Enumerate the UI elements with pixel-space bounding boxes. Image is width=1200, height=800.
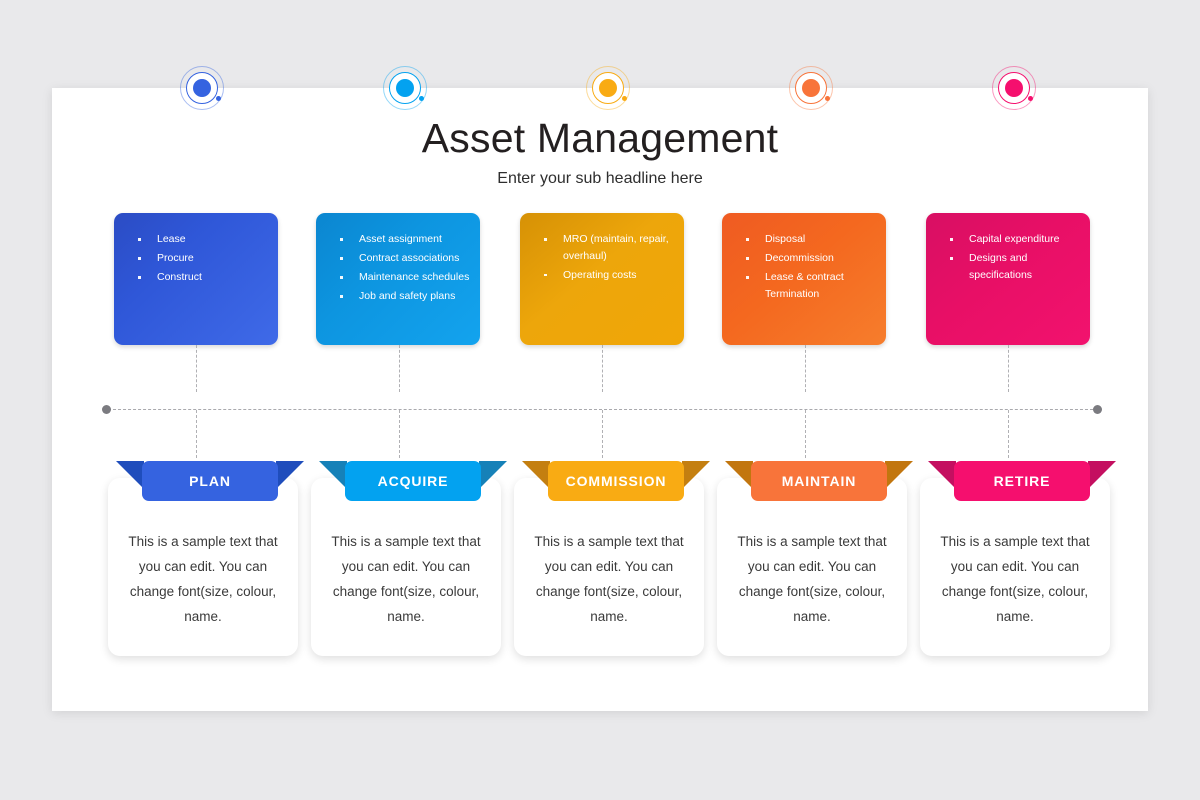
slide-canvas: Asset Management Enter your sub headline… [52, 66, 1148, 711]
marker-satellite-dot [622, 96, 627, 101]
ribbon-label-plan: PLAN [142, 461, 278, 501]
connector-line-top [1008, 345, 1009, 392]
list-item: Disposal [734, 231, 876, 248]
timeline-marker-acquire[interactable] [383, 66, 427, 110]
bullet-list: Capital expenditure Designs and specific… [926, 213, 1090, 283]
timeline-end-dot [1093, 404, 1102, 414]
connector-line-top [399, 345, 400, 392]
card-body-text: This is a sample text that you can edit.… [737, 534, 887, 624]
timeline-marker-maintain[interactable] [789, 66, 833, 110]
stage-ribbon-maintain[interactable]: MAINTAIN [717, 461, 921, 501]
connector-line-top [805, 345, 806, 392]
marker-core-dot [599, 79, 617, 97]
card-body-text: This is a sample text that you can edit.… [534, 534, 684, 624]
ribbon-wing-left [116, 461, 144, 489]
marker-satellite-dot [216, 96, 221, 101]
marker-mid-ring [795, 72, 827, 104]
marker-outer-ring [383, 66, 427, 110]
connector-line-bottom [805, 410, 806, 458]
connector-line-bottom [399, 410, 400, 458]
connector-line-bottom [1008, 410, 1009, 458]
page-title: Asset Management [421, 115, 779, 161]
stage-bullets-box-maintain: Disposal Decommission Lease & contract T… [722, 213, 886, 345]
marker-core-dot [193, 79, 211, 97]
page-subtitle: Enter your sub headline here [497, 170, 703, 187]
stage-card-acquire: This is a sample text that you can edit.… [311, 478, 501, 656]
marker-outer-ring [586, 66, 630, 110]
list-item: Procure [126, 250, 268, 267]
list-item: Designs and specifications [938, 250, 1080, 283]
ribbon-wing-right [479, 461, 507, 489]
list-item: Capital expenditure [938, 231, 1080, 248]
ribbon-wing-left [522, 461, 550, 489]
ribbon-wing-left [928, 461, 956, 489]
ribbon-label-maintain: MAINTAIN [751, 461, 887, 501]
bullet-list: Lease Procure Construct [114, 213, 278, 286]
stage-card-maintain: This is a sample text that you can edit.… [717, 478, 907, 656]
connector-line-bottom [196, 410, 197, 458]
list-item: Job and safety plans [328, 288, 470, 305]
timeline-marker-retire[interactable] [992, 66, 1036, 110]
ribbon-wing-right [682, 461, 710, 489]
stage-ribbon-acquire[interactable]: ACQUIRE [311, 461, 515, 501]
list-item: Asset assignment [328, 231, 470, 248]
card-body-text: This is a sample text that you can edit.… [128, 534, 278, 624]
ribbon-label-acquire: ACQUIRE [345, 461, 481, 501]
list-item: MRO (maintain, repair, overhaul) [532, 231, 674, 264]
stage-bullets-box-plan: Lease Procure Construct [114, 213, 278, 345]
marker-outer-ring [180, 66, 224, 110]
stage-card-plan: This is a sample text that you can edit.… [108, 478, 298, 656]
timeline-marker-commission[interactable] [586, 66, 630, 110]
marker-mid-ring [998, 72, 1030, 104]
stage-bullets-box-retire: Capital expenditure Designs and specific… [926, 213, 1090, 345]
stage-card-commission: This is a sample text that you can edit.… [514, 478, 704, 656]
marker-core-dot [802, 79, 820, 97]
list-item: Maintenance schedules [328, 269, 470, 286]
bullet-list: Disposal Decommission Lease & contract T… [722, 213, 886, 302]
timeline-axis [52, 404, 1148, 414]
stage-ribbon-retire[interactable]: RETIRE [920, 461, 1124, 501]
ribbon-wing-right [276, 461, 304, 489]
timeline-marker-plan[interactable] [180, 66, 224, 110]
stage-bullets-box-commission: MRO (maintain, repair, overhaul) Operati… [520, 213, 684, 345]
ribbon-wing-left [319, 461, 347, 489]
list-item: Contract associations [328, 250, 470, 267]
ribbon-wing-left [725, 461, 753, 489]
list-item: Decommission [734, 250, 876, 267]
marker-satellite-dot [825, 96, 830, 101]
connector-line-top [196, 345, 197, 392]
stage-ribbon-plan[interactable]: PLAN [108, 461, 312, 501]
marker-outer-ring [992, 66, 1036, 110]
connector-line-bottom [602, 410, 603, 458]
timeline-start-dot [102, 404, 111, 414]
list-item: Lease [126, 231, 268, 248]
bullet-list: MRO (maintain, repair, overhaul) Operati… [520, 213, 684, 283]
marker-satellite-dot [419, 96, 424, 101]
timeline-dashed-line [108, 409, 1098, 410]
card-body-text: This is a sample text that you can edit.… [331, 534, 481, 624]
ribbon-label-retire: RETIRE [954, 461, 1090, 501]
ribbon-wing-right [885, 461, 913, 489]
marker-satellite-dot [1028, 96, 1033, 101]
marker-outer-ring [789, 66, 833, 110]
stage-card-retire: This is a sample text that you can edit.… [920, 478, 1110, 656]
bullet-list: Asset assignment Contract associations M… [316, 213, 480, 305]
ribbon-wing-right [1088, 461, 1116, 489]
marker-core-dot [1005, 79, 1023, 97]
list-item: Lease & contract Termination [734, 269, 876, 302]
ribbon-label-commission: COMMISSION [548, 461, 684, 501]
stage-ribbon-commission[interactable]: COMMISSION [514, 461, 718, 501]
card-body-text: This is a sample text that you can edit.… [940, 534, 1090, 624]
marker-mid-ring [592, 72, 624, 104]
list-item: Operating costs [532, 267, 674, 284]
connector-line-top [602, 345, 603, 392]
list-item: Construct [126, 269, 268, 286]
stage-bullets-box-acquire: Asset assignment Contract associations M… [316, 213, 480, 345]
marker-core-dot [396, 79, 414, 97]
